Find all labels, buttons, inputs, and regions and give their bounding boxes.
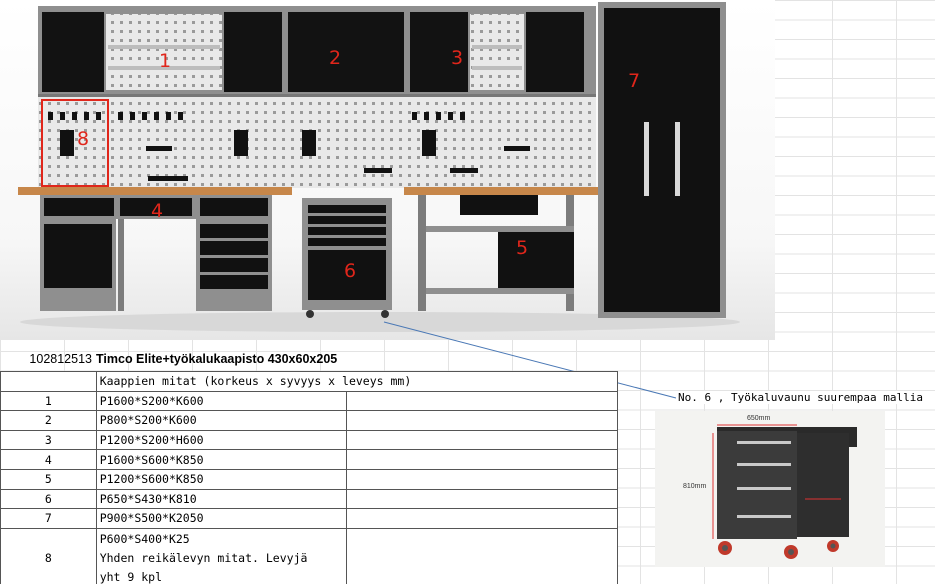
trolley-note[interactable]: No. 6 , Työkaluvaunu suurempaa mallia bbox=[676, 391, 926, 404]
table-row: 4 P1600*S600*K850 bbox=[0, 449, 619, 470]
product-name: Timco Elite+työkalukaapisto 430x60x205 bbox=[96, 352, 338, 366]
row-number[interactable]: 4 bbox=[0, 449, 97, 470]
label-7: 7 bbox=[628, 70, 641, 92]
label-4: 4 bbox=[151, 200, 164, 222]
table-row: 1 P1600*S200*K600 bbox=[0, 390, 619, 412]
product-title-row[interactable]: 102812513 Timco Elite+työkalukaapisto 430… bbox=[0, 350, 620, 369]
label-2: 2 bbox=[329, 47, 342, 69]
tool-cart-photo: 650mm 810mm bbox=[655, 411, 885, 567]
label-6: 6 bbox=[344, 260, 357, 282]
row-line: Yhden reikälevyn mitat. Levyjä bbox=[99, 550, 308, 565]
label-3: 3 bbox=[451, 47, 464, 69]
row-dimensions[interactable]: P800*S200*K600 bbox=[95, 410, 347, 431]
row-number[interactable]: 1 bbox=[0, 390, 97, 412]
row-dimensions[interactable]: P650*S430*K810 bbox=[95, 488, 347, 510]
workshop-cabinet-image: 1 2 3 4 5 6 7 8 bbox=[0, 0, 775, 340]
workshop-illustration bbox=[18, 2, 740, 332]
tool-cart-illustration bbox=[712, 424, 857, 559]
row-line: yht 9 kpl bbox=[99, 569, 163, 584]
row-number[interactable]: 6 bbox=[0, 488, 97, 510]
cart-width-label: 650mm bbox=[747, 415, 771, 422]
row-dimensions[interactable]: P1600*S200*K600 bbox=[95, 390, 347, 412]
row-dimensions[interactable]: P1200*S600*K850 bbox=[95, 468, 347, 490]
table-cell[interactable] bbox=[345, 488, 619, 510]
table-row: 2 P800*S200*K600 bbox=[0, 410, 619, 431]
table-header[interactable]: Kaappien mitat (korkeus x syvyys x levey… bbox=[95, 371, 619, 392]
table-header-row: Kaappien mitat (korkeus x syvyys x levey… bbox=[0, 371, 619, 392]
row-line: P600*S400*K25 bbox=[99, 531, 190, 546]
table-cell[interactable] bbox=[345, 468, 619, 490]
label-5: 5 bbox=[516, 237, 529, 259]
cart-height-label: 810mm bbox=[683, 483, 707, 490]
row-dimensions[interactable]: P1600*S600*K850 bbox=[95, 449, 347, 470]
row-number[interactable]: 3 bbox=[0, 429, 97, 451]
row-dimensions[interactable]: P1200*S200*H600 bbox=[95, 429, 347, 451]
table-cell[interactable] bbox=[345, 449, 619, 470]
table-cell[interactable] bbox=[345, 429, 619, 451]
table-cell[interactable] bbox=[345, 390, 619, 412]
table-cell[interactable] bbox=[0, 371, 97, 392]
product-code: 102812513 bbox=[29, 352, 92, 366]
table-cell[interactable] bbox=[345, 527, 619, 584]
row-dimensions[interactable]: P900*S500*K2050 bbox=[95, 508, 347, 529]
table-row: 3 P1200*S200*H600 bbox=[0, 429, 619, 451]
dimensions-table: Kaappien mitat (korkeus x syvyys x levey… bbox=[0, 371, 619, 584]
row-number[interactable]: 8 bbox=[0, 527, 97, 584]
table-cell[interactable] bbox=[345, 508, 619, 529]
table-row: 8 P600*S400*K25 Yhden reikälevyn mitat. … bbox=[0, 527, 619, 584]
row-dimensions-multiline[interactable]: P600*S400*K25 Yhden reikälevyn mitat. Le… bbox=[95, 527, 347, 584]
table-row: 6 P650*S430*K810 bbox=[0, 488, 619, 510]
label-1: 1 bbox=[159, 50, 172, 72]
table-row: 5 P1200*S600*K850 bbox=[0, 468, 619, 490]
row-number[interactable]: 7 bbox=[0, 508, 97, 529]
row-number[interactable]: 2 bbox=[0, 410, 97, 431]
row-number[interactable]: 5 bbox=[0, 468, 97, 490]
label-8: 8 bbox=[77, 128, 90, 150]
table-cell[interactable] bbox=[345, 410, 619, 431]
table-row: 7 P900*S500*K2050 bbox=[0, 508, 619, 529]
